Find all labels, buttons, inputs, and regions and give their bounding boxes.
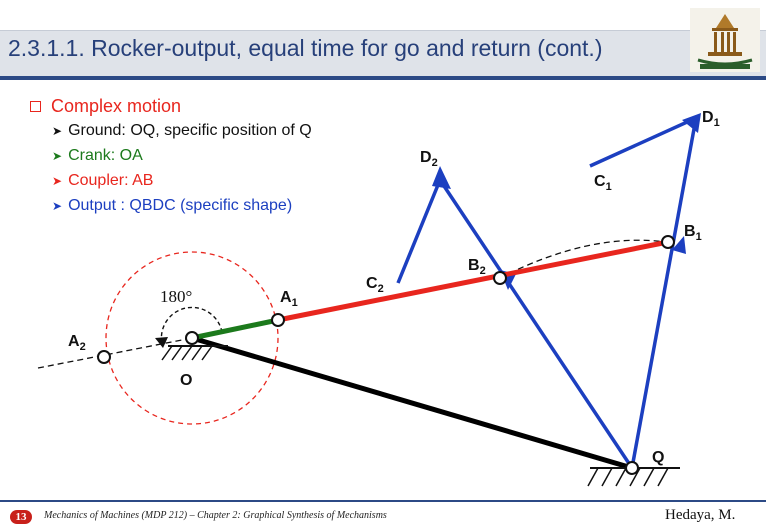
joint-q: [625, 461, 639, 475]
slide-title: 2.3.1.1. Rocker-output, equal time for g…: [8, 35, 603, 61]
arrow-bullet-icon: ➤: [52, 123, 63, 138]
b1-joint-icon: [672, 236, 686, 254]
label-b1: B1: [684, 223, 702, 243]
output-link-1-short: [589, 116, 697, 168]
output-link-1-long: [630, 117, 698, 469]
bullet-output: ➤ Output : QBDC (specific shape): [52, 193, 312, 218]
course-info: Mechanics of Machines (MDP 212) – Chapte…: [44, 510, 387, 521]
angle-arrow-icon: [155, 337, 168, 348]
bullet-crank-text: Crank: OA: [68, 146, 143, 164]
ground-q-hatch: [587, 467, 669, 487]
author-name: Hedaya, M.: [665, 507, 736, 523]
coupler-link-ab: [277, 239, 669, 323]
joint-b1: [661, 235, 675, 249]
d2-joint-icon: [432, 166, 451, 189]
bullet-ground-text: Ground: OQ, specific position of Q: [68, 121, 312, 139]
bullet-output-text: Output : QBDC (specific shape): [68, 196, 293, 214]
arrow-bullet-icon: ➤: [52, 173, 63, 188]
b-path-arc: [499, 239, 667, 279]
angle-label: 180°: [160, 287, 192, 306]
label-q: Q: [652, 449, 664, 466]
label-a1: A1: [280, 289, 298, 309]
output-link-2-short: [396, 179, 442, 284]
dead-center-line: [37, 337, 193, 369]
joint-b2: [493, 271, 507, 285]
square-bullet-icon: [30, 100, 41, 112]
ground-o-hatch: [161, 345, 213, 361]
label-d1: D1: [702, 109, 720, 129]
title-divider: [0, 76, 766, 80]
crank-circle: [105, 251, 279, 425]
label-c2: C2: [366, 275, 384, 295]
arrow-bullet-icon: ➤: [52, 198, 63, 213]
ground-link-oq: [191, 335, 633, 471]
bullet-list: Complex motion ➤ Ground: OQ, specific po…: [30, 94, 312, 218]
output-link-2-long: [438, 179, 634, 469]
label-d2: D2: [420, 149, 438, 169]
bullet-ground: ➤ Ground: OQ, specific position of Q: [52, 118, 312, 143]
label-a2: A2: [68, 333, 86, 353]
bullet-crank: ➤ Crank: OA: [52, 143, 312, 168]
d1-joint-icon: [682, 113, 701, 133]
bullet-coupler-text: Coupler: AB: [68, 171, 154, 189]
joint-a1: [271, 313, 285, 327]
label-b2: B2: [468, 257, 486, 277]
slide-header: 2.3.1.1. Rocker-output, equal time for g…: [0, 0, 766, 84]
page-number-badge: 13: [10, 510, 32, 524]
slide-footer: 13 Mechanics of Machines (MDP 212) – Cha…: [0, 500, 766, 527]
university-logo-icon: [690, 8, 760, 72]
label-o: O: [180, 372, 192, 389]
joint-a2: [97, 350, 111, 364]
joint-o: [185, 331, 199, 345]
bullet-main-text: Complex motion: [51, 95, 182, 116]
bullet-main: Complex motion: [30, 94, 312, 118]
footer-divider: [0, 500, 766, 502]
label-c1: C1: [594, 173, 612, 193]
title-bar: [0, 30, 766, 77]
crank-link-oa: [191, 317, 279, 341]
bullet-coupler: ➤ Coupler: AB: [52, 168, 312, 193]
arrow-bullet-icon: ➤: [52, 148, 63, 163]
